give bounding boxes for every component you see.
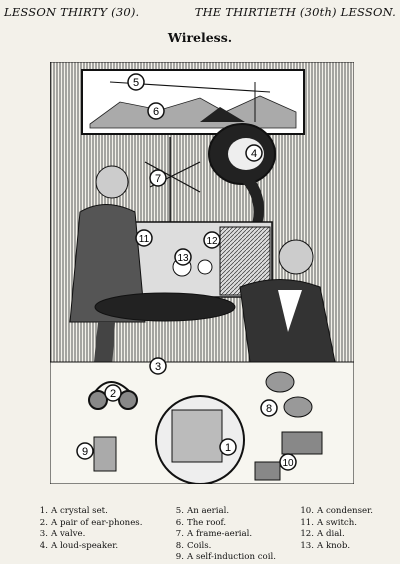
legend-item: 11.A switch. <box>300 517 357 528</box>
callout-10: 10 <box>279 453 297 471</box>
seated-man-drawing <box>239 239 336 363</box>
page-header: LESSON THIRTY (30). THE THIRTIETH (30th)… <box>4 2 396 20</box>
svg-text:5: 5 <box>133 77 139 89</box>
legend-item: 7.A frame-aerial. <box>175 529 253 540</box>
svg-text:13: 13 <box>177 253 189 264</box>
ear-phones-drawing <box>88 381 138 410</box>
svg-text:1: 1 <box>225 442 231 454</box>
wireless-illustration: 5 6 4 7 11 12 13 3 <box>50 62 354 484</box>
svg-text:11: 11 <box>139 234 150 245</box>
svg-text:2: 2 <box>110 388 116 400</box>
legend-item: 9.A self-induction coil. <box>175 552 276 563</box>
svg-text:3: 3 <box>155 361 161 373</box>
callout-5: 5 <box>127 73 145 91</box>
legend-item: 10.A condenser. <box>300 506 373 516</box>
page-title: Wireless. <box>167 30 233 45</box>
svg-text:9: 9 <box>82 446 88 458</box>
legend-item: 12.A dial. <box>300 529 345 540</box>
svg-text:4: 4 <box>251 148 257 160</box>
svg-text:10: 10 <box>282 458 294 469</box>
legend-item: 13.A knob. <box>300 540 351 551</box>
callout-9: 9 <box>76 442 94 460</box>
legend-column-3: 10.A condenser. 11.A switch. 12.A dial. … <box>300 506 373 552</box>
callout-8: 8 <box>260 399 278 417</box>
legend-item: 2.A pair of ear-phones. <box>39 517 143 528</box>
condenser-drawing <box>254 431 323 481</box>
callout-1: 1 <box>219 438 237 456</box>
legend-item: 4.A loud-speaker. <box>39 540 119 551</box>
svg-text:7: 7 <box>155 173 161 185</box>
svg-text:6: 6 <box>153 106 159 118</box>
callout-11: 11 <box>135 229 153 247</box>
legend-item: 8.Coils. <box>175 540 212 551</box>
callout-13: 13 <box>174 248 192 266</box>
svg-text:12: 12 <box>206 236 218 247</box>
legend-item: 3.A valve. <box>39 529 86 540</box>
header-lesson-number: LESSON THIRTY (30). <box>4 5 140 19</box>
svg-text:8: 8 <box>266 403 272 415</box>
legend: 1.A crystal set. 2.A pair of ear-phones.… <box>34 506 394 562</box>
callout-12: 12 <box>203 231 221 249</box>
header-lesson-ordinal: THE THIRTIETH (30th) LESSON. <box>194 5 396 19</box>
legend-column-1: 1.A crystal set. 2.A pair of ear-phones.… <box>34 506 143 552</box>
legend-item: 1.A crystal set. <box>39 506 108 516</box>
callout-4: 4 <box>245 144 263 162</box>
callout-3: 3 <box>149 357 167 375</box>
legend-column-2: 5.An aerial. 6.The roof. 7.A frame-aeria… <box>170 506 276 564</box>
callout-2: 2 <box>104 384 122 402</box>
legend-item: 5.An aerial. <box>175 506 230 516</box>
coils-drawing <box>265 371 313 418</box>
callout-6: 6 <box>147 102 165 120</box>
self-induction-coil-drawing <box>93 436 117 472</box>
round-table-drawing <box>94 292 236 322</box>
crystal-set-drawing <box>155 395 245 484</box>
legend-item: 6.The roof. <box>175 517 227 528</box>
callout-7: 7 <box>149 169 167 187</box>
